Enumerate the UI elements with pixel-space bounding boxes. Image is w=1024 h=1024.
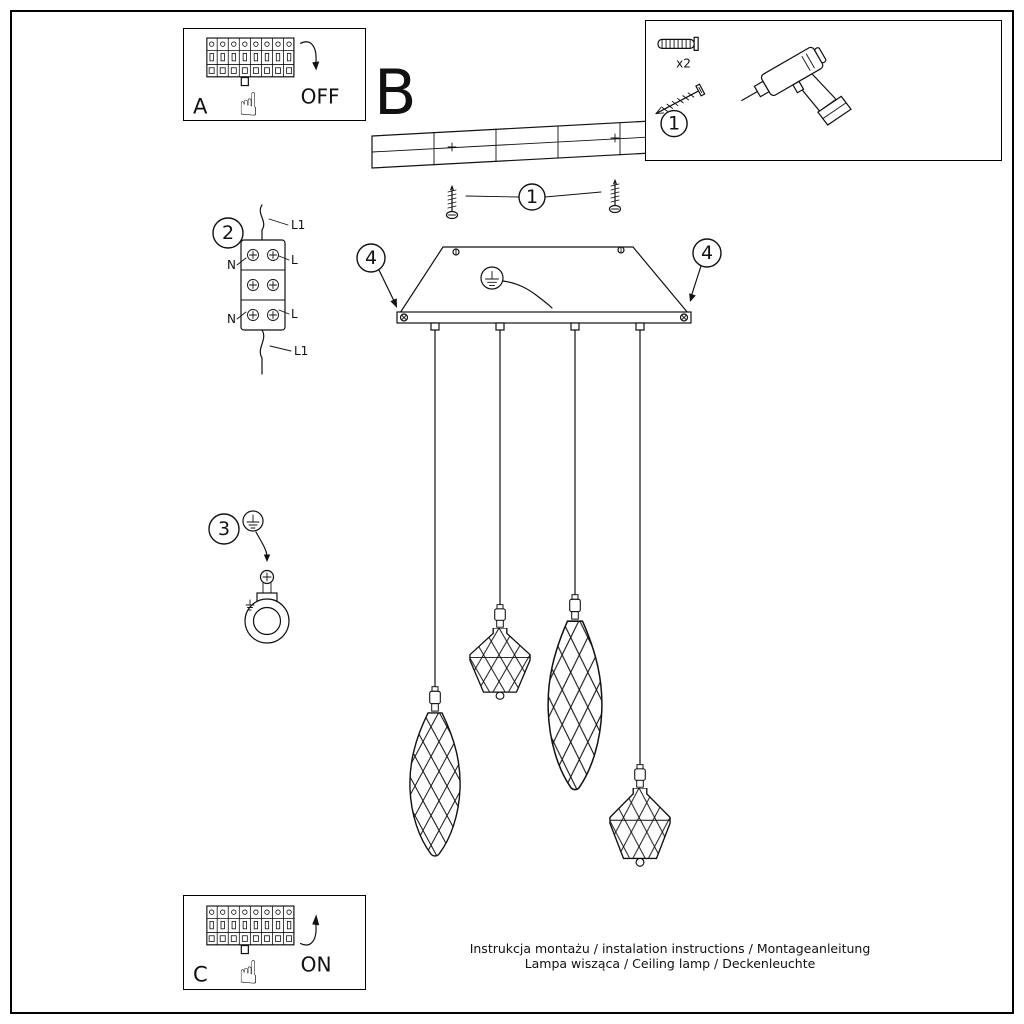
drill-icon — [741, 46, 852, 126]
parts-drawing: x2 1 — [655, 36, 852, 138]
cage-shade-long-icon — [409, 712, 461, 857]
hand-icon: ☝ — [239, 86, 259, 120]
wire-label-n-top: N — [227, 258, 236, 272]
screw-right-icon — [608, 178, 622, 214]
step-2-number: 2 — [222, 222, 234, 244]
wall-plug-icon — [657, 36, 699, 51]
lamp-socket-icon — [569, 594, 581, 620]
curved-arrow-up-icon — [300, 914, 320, 946]
on-label: ON — [301, 953, 332, 977]
wire-label-l-bottom: L — [291, 307, 298, 321]
cable-gland — [635, 322, 645, 331]
breaker-panel-icon — [206, 37, 295, 78]
wire-label-l1-top: L1 — [291, 218, 305, 232]
step-3-number: 3 — [218, 518, 230, 540]
panel-letter-c: C — [193, 962, 208, 987]
earth-symbol-icon — [480, 266, 504, 290]
step-4-number-left: 4 — [365, 247, 377, 269]
lamp-socket-icon — [429, 686, 441, 712]
breaker-switch-lever — [240, 76, 249, 87]
wire-label-l1-bottom: L1 — [294, 344, 308, 358]
bracket-screw-slot-left — [452, 248, 460, 256]
curved-arrow-down-icon — [300, 41, 320, 71]
screw-left-icon — [445, 184, 459, 220]
page-border — [10, 10, 1014, 1014]
wire-label-l-top: L — [291, 253, 298, 267]
footer-line-1: Instrukcja montażu / instalation instruc… — [469, 941, 871, 956]
footer-captions: Instrukcja montażu / instalation instruc… — [430, 941, 910, 971]
canopy-bracket-drawing — [396, 246, 692, 331]
breaker-panel-icon — [206, 905, 295, 946]
power-on-drawing: ☝ ON C — [193, 905, 332, 989]
cable-gland — [570, 322, 580, 331]
cable-gland — [495, 322, 505, 331]
off-label: OFF — [301, 85, 340, 109]
step-1-number: 1 — [526, 186, 538, 208]
panel-letter-a: A — [193, 94, 208, 119]
hand-icon: ☝ — [239, 954, 259, 989]
ceiling-drawing — [371, 118, 689, 169]
parts-box: x2 1 — [645, 20, 1002, 161]
rail-end-bolt-right — [679, 313, 689, 322]
wire-label-n-bottom: N — [227, 312, 236, 326]
bracket-screw-slot-right — [617, 246, 625, 254]
mounting-rail — [396, 311, 692, 324]
section-label-b: B — [374, 56, 417, 129]
step-1-callout: 1 — [465, 183, 602, 211]
step-4-callout-right: 4 — [689, 238, 722, 302]
cable-clamp-drawing — [244, 569, 290, 644]
ground-wire — [502, 280, 553, 309]
lamp-socket-icon — [634, 764, 646, 788]
step-4-callout-left: 4 — [356, 243, 397, 308]
grounding-drawing: 3 — [208, 510, 290, 644]
terminal-block-drawing: 2 L1 N L N L L1 — [212, 204, 308, 375]
power-on-panel: ☝ ON C — [183, 895, 366, 990]
cage-shade-long-icon — [547, 620, 603, 791]
qty-label: x2 — [676, 56, 691, 70]
power-off-panel: ☝ OFF A — [183, 28, 366, 121]
step-4-number-right: 4 — [701, 242, 713, 264]
screw-icon — [655, 83, 706, 115]
earth-symbol-icon — [242, 510, 264, 532]
power-off-drawing: ☝ OFF A — [193, 37, 340, 120]
cage-shade-diamond-icon — [469, 628, 531, 700]
step-1-badge: 1 — [668, 113, 680, 135]
cage-shade-diamond-icon — [609, 788, 671, 867]
rail-end-bolt-left — [399, 313, 409, 322]
lamp-socket-icon — [494, 604, 506, 628]
cable-gland — [430, 322, 440, 331]
footer-line-2: Lampa wisząca / Ceiling lamp / Deckenleu… — [524, 956, 816, 971]
breaker-switch-lever — [240, 944, 249, 955]
